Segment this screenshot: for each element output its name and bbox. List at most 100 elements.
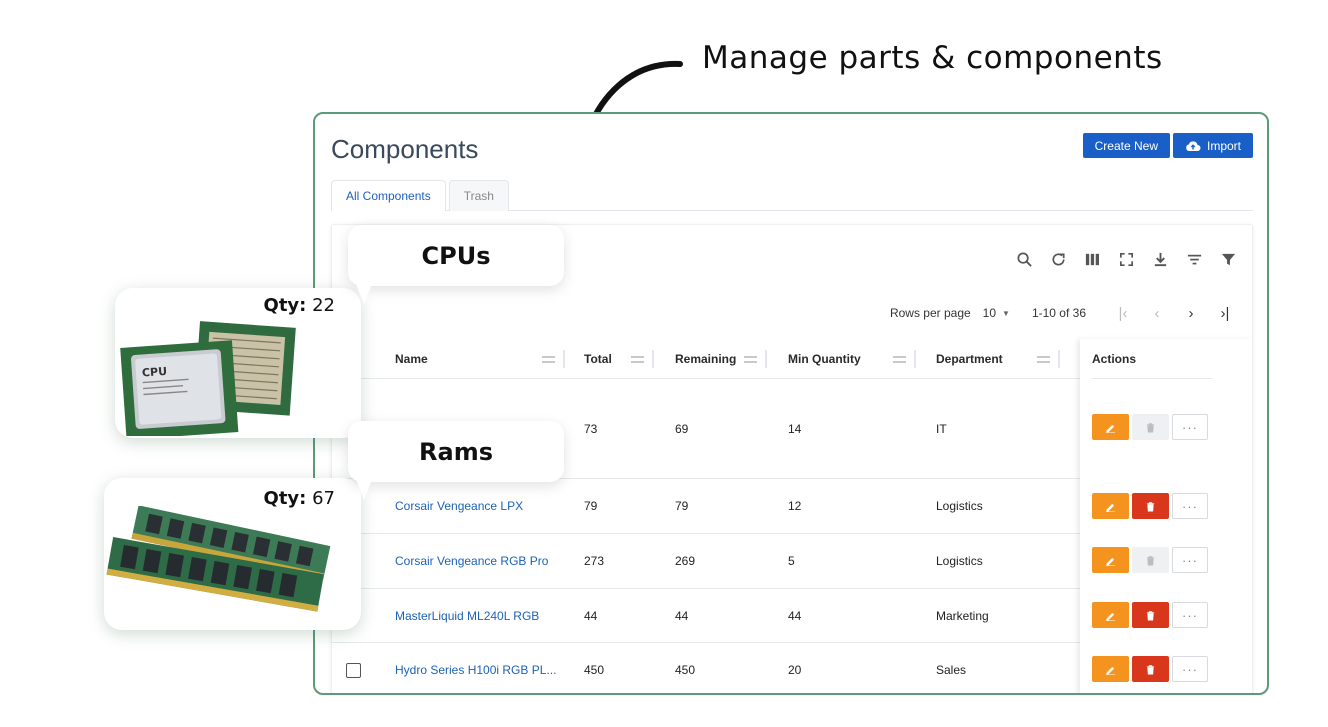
- cell-department: IT: [936, 421, 947, 436]
- tab-bar: All Components Trash: [331, 180, 1253, 211]
- checkbox-icon[interactable]: [346, 662, 361, 678]
- column-divider: [765, 350, 767, 368]
- edit-button[interactable]: [1092, 547, 1129, 573]
- delete-button[interactable]: [1132, 414, 1169, 440]
- cell-min-quantity: 20: [788, 663, 802, 677]
- delete-button[interactable]: [1132, 602, 1169, 628]
- cell-name[interactable]: Corsair Vengeance RGB Pro: [395, 554, 549, 568]
- cloud-upload-icon: [1186, 140, 1201, 151]
- column-divider: [563, 350, 565, 368]
- last-page-icon[interactable]: ›|: [1220, 304, 1230, 322]
- column-menu-icon[interactable]: [1037, 355, 1050, 363]
- cell-department: Marketing: [936, 608, 989, 623]
- filter-icon[interactable]: [1216, 247, 1240, 271]
- column-header-total-label: Total: [584, 352, 612, 366]
- column-header-department[interactable]: Department: [936, 339, 1060, 379]
- column-menu-icon[interactable]: [744, 355, 757, 363]
- import-label: Import: [1206, 138, 1241, 153]
- edit-button[interactable]: [1092, 656, 1129, 682]
- column-divider: [1058, 350, 1060, 368]
- more-actions-button[interactable]: ···: [1172, 493, 1208, 519]
- more-actions-button[interactable]: ···: [1172, 602, 1208, 628]
- edit-button[interactable]: [1092, 414, 1129, 440]
- row-actions: ···: [1092, 602, 1208, 628]
- trash-icon: [1146, 501, 1155, 511]
- cell-department: Sales: [936, 663, 967, 677]
- delete-button[interactable]: [1132, 656, 1169, 682]
- header-actions: Create New Import: [1082, 133, 1253, 158]
- more-actions-button[interactable]: ···: [1172, 547, 1208, 573]
- import-button[interactable]: Import: [1172, 133, 1253, 158]
- components-app-window: Components Create New Import All Compone…: [313, 112, 1269, 695]
- rows-per-page-select[interactable]: 10▼: [983, 306, 1010, 320]
- cell-name[interactable]: Hydro Series H100i RGB PL...: [395, 663, 557, 677]
- cell-total: 79: [584, 499, 598, 513]
- ram-qty: Qty: 67: [264, 488, 335, 509]
- rams-bubble-label: Rams: [419, 437, 493, 466]
- ram-card: Qty: 67: [104, 478, 361, 630]
- cpu-card: CPU Qty: 22: [115, 288, 361, 438]
- edit-button[interactable]: [1092, 602, 1129, 628]
- cell-department: Logistics: [936, 499, 983, 513]
- column-header-total[interactable]: Total: [584, 339, 654, 379]
- cpus-bubble-label: CPUs: [421, 241, 491, 270]
- prev-page-icon[interactable]: ‹: [1154, 304, 1160, 322]
- table-panel: Rows per page 10▼ 1-10 of 36 |‹ ‹ › ›| N…: [331, 224, 1253, 693]
- edit-button[interactable]: [1092, 493, 1129, 519]
- sort-icon[interactable]: [1182, 247, 1206, 271]
- delete-button[interactable]: [1132, 547, 1169, 573]
- table-row[interactable]: MasterLiquid ML240L RGB 44 44 44 Marketi…: [332, 589, 1252, 643]
- more-actions-button[interactable]: ···: [1172, 656, 1208, 682]
- column-header-department-label: Department: [936, 352, 1003, 366]
- column-menu-icon[interactable]: [542, 355, 555, 363]
- column-header-actions-label: Actions: [1092, 351, 1137, 366]
- column-header-name[interactable]: Name: [395, 339, 565, 379]
- create-new-button[interactable]: Create New: [1082, 133, 1170, 158]
- table-toolbar: [1012, 247, 1240, 271]
- column-header-remaining[interactable]: Remaining: [675, 339, 767, 379]
- column-header-min-quantity[interactable]: Min Quantity: [788, 339, 916, 379]
- tab-all-components[interactable]: All Components: [331, 180, 446, 211]
- svg-text:CPU: CPU: [142, 365, 168, 380]
- tab-trash[interactable]: Trash: [448, 180, 509, 211]
- trash-icon: [1146, 610, 1155, 620]
- cell-remaining: 269: [675, 554, 696, 568]
- cell-min-quantity: 12: [788, 499, 802, 513]
- download-icon[interactable]: [1148, 247, 1172, 271]
- row-actions: ···: [1092, 547, 1208, 573]
- column-divider: [914, 350, 916, 368]
- search-icon[interactable]: [1012, 247, 1036, 271]
- cell-remaining: 450: [675, 663, 696, 677]
- cpu-chip-image: CPU: [120, 321, 296, 436]
- table-row[interactable]: 73 69 14 IT: [332, 379, 1252, 479]
- qty-value: 67: [312, 488, 335, 509]
- first-page-icon[interactable]: |‹: [1118, 304, 1128, 322]
- ram-module-image: [106, 506, 331, 612]
- bubble-tail: [356, 480, 372, 500]
- table-row[interactable]: Hydro Series H100i RGB PL... 450 450 20 …: [332, 643, 1252, 693]
- pencil-icon: [1105, 612, 1116, 621]
- table-row[interactable]: Corsair Vengeance RGB Pro 273 269 5 Logi…: [332, 534, 1252, 589]
- headline: Manage parts & components: [702, 40, 1163, 76]
- cell-name[interactable]: MasterLiquid ML240L RGB: [395, 608, 540, 623]
- caret-down-icon: ▼: [1002, 308, 1010, 318]
- cell-min-quantity: 44: [788, 608, 802, 623]
- row-checkbox[interactable]: [346, 643, 361, 693]
- delete-button[interactable]: [1132, 493, 1169, 519]
- columns-icon[interactable]: [1080, 247, 1104, 271]
- column-menu-icon[interactable]: [631, 355, 644, 363]
- cell-min-quantity: 14: [788, 421, 802, 436]
- more-actions-button[interactable]: ···: [1172, 414, 1208, 440]
- qty-label: Qty:: [263, 295, 307, 316]
- cpu-qty: Qty: 22: [264, 295, 335, 316]
- column-menu-icon[interactable]: [893, 355, 906, 363]
- column-header-min-quantity-label: Min Quantity: [788, 352, 861, 366]
- fullscreen-icon[interactable]: [1114, 247, 1138, 271]
- pencil-icon: [1105, 424, 1116, 433]
- next-page-icon[interactable]: ›: [1188, 304, 1194, 322]
- table-row[interactable]: Corsair Vengeance LPX 79 79 12 Logistics: [332, 479, 1252, 534]
- cell-name[interactable]: Corsair Vengeance LPX: [395, 499, 524, 513]
- refresh-icon[interactable]: [1046, 247, 1070, 271]
- pagination: Rows per page 10▼ 1-10 of 36 |‹ ‹ › ›|: [890, 303, 1242, 323]
- cell-remaining: 79: [675, 499, 689, 513]
